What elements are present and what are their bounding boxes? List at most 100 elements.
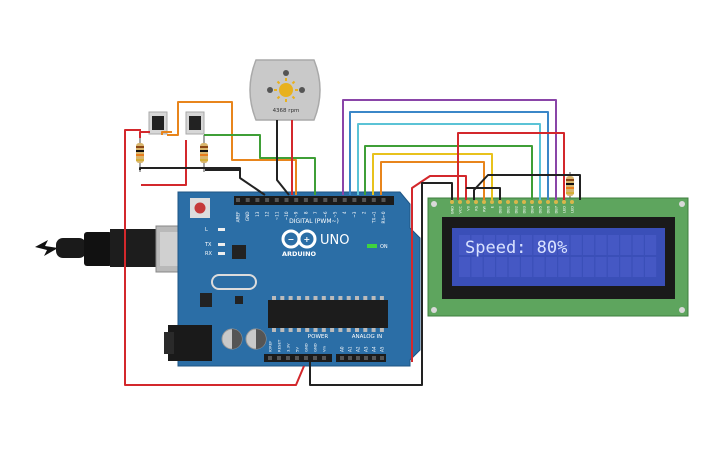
reset-button-cap[interactable] [194, 202, 206, 214]
lcd-cell [545, 257, 557, 277]
lcd-pin-hole[interactable] [450, 200, 454, 204]
digital-pin-hole[interactable] [381, 198, 386, 202]
digital-pin-hole[interactable] [265, 198, 270, 202]
analog-pin-hole[interactable] [356, 356, 360, 360]
lcd-pin-hole[interactable] [530, 200, 534, 204]
power-pin-label: GND [304, 343, 309, 352]
analog-pin-hole[interactable] [340, 356, 344, 360]
wire-red [124, 129, 305, 386]
atmega-chip [268, 300, 388, 328]
wire-purple [342, 99, 557, 200]
chip-pin [296, 328, 301, 332]
digital-pin-hole[interactable] [323, 198, 328, 202]
status-led-label: TX [204, 242, 212, 248]
lcd-pin-hole[interactable] [458, 200, 462, 204]
digital-pin-hole[interactable] [303, 198, 308, 202]
power-pin-hole[interactable] [286, 356, 290, 360]
digital-pin-holes [236, 198, 386, 202]
power-pin-hole[interactable] [268, 356, 272, 360]
digital-pin-label: AREF [236, 211, 241, 222]
lcd-pin-hole[interactable] [482, 200, 486, 204]
lcd-pin-label: DB3 [523, 206, 527, 214]
lcd-cell [583, 257, 595, 277]
analog-pin-hole[interactable] [348, 356, 352, 360]
chip-pin [346, 328, 351, 332]
status-led [218, 243, 225, 246]
wire-black [473, 174, 581, 200]
resistor-3[interactable] [566, 172, 574, 200]
voltage-regulator [200, 293, 212, 307]
status-led-label: RX [205, 251, 212, 257]
lcd-pin-hole[interactable] [514, 200, 518, 204]
chip-pin [363, 328, 368, 332]
digital-pin-hole[interactable] [362, 198, 367, 202]
digital-pin-hole[interactable] [245, 198, 250, 202]
digital-pin-hole[interactable] [274, 198, 279, 202]
resistor-2[interactable] [200, 135, 208, 172]
lcd-pin-hole[interactable] [546, 200, 550, 204]
analog-pin-hole[interactable] [380, 356, 384, 360]
power-pin-hole[interactable] [313, 356, 317, 360]
digital-pin-hole[interactable] [313, 198, 318, 202]
lcd-cell [483, 235, 495, 255]
push-button-2[interactable] [185, 111, 205, 135]
lcd-mount-hole [431, 307, 437, 313]
lcd-pin-hole[interactable] [498, 200, 502, 204]
lcd-mount-hole [679, 201, 685, 207]
lcd-pin-hole[interactable] [474, 200, 478, 204]
digital-pin-hole[interactable] [284, 198, 289, 202]
digital-pin-hole[interactable] [352, 198, 357, 202]
lcd-cell [496, 235, 508, 255]
status-led [218, 228, 225, 231]
power-pin-hole[interactable] [322, 356, 326, 360]
digital-pin-label: ~9 [294, 211, 299, 218]
digital-pin-hole[interactable] [236, 198, 240, 202]
lcd-pin-hole[interactable] [506, 200, 510, 204]
analog-pin-hole[interactable] [372, 356, 376, 360]
lcd-pin-label: DB4 [531, 205, 535, 213]
lcd-pin-hole[interactable] [570, 200, 574, 204]
power-led-label: ON [380, 244, 388, 250]
lcd-pin-hole[interactable] [466, 200, 470, 204]
lcd-pin-label: E [491, 205, 495, 208]
lcd-pin-hole[interactable] [554, 200, 558, 204]
lcd-pin-hole[interactable] [562, 200, 566, 204]
lcd-pin-hole[interactable] [538, 200, 542, 204]
dc-power-jack[interactable] [168, 325, 212, 361]
push-button-1-cap[interactable] [152, 116, 164, 130]
resistor-1[interactable] [136, 135, 144, 172]
lcd-cell [570, 235, 582, 255]
lcd-pin-label: DB0 [499, 205, 503, 213]
lcd-cell [570, 257, 582, 277]
wire-red [411, 175, 467, 362]
lcd-cell [521, 257, 533, 277]
chip-pin [371, 328, 376, 332]
analog-pin-hole[interactable] [364, 356, 368, 360]
push-button-1[interactable] [148, 111, 168, 135]
power-pin-hole[interactable] [277, 356, 281, 360]
analog-pin-label: A5 [380, 346, 385, 352]
power-pin-hole[interactable] [295, 356, 299, 360]
power-pin-hole[interactable] [304, 356, 308, 360]
lcd-pin-hole[interactable] [490, 200, 494, 204]
lcd-cell [471, 257, 483, 277]
digital-pin-hole[interactable] [371, 198, 376, 202]
push-button-2-cap[interactable] [189, 116, 201, 130]
digital-pin-label: ~6 [323, 211, 328, 218]
dc-motor[interactable]: 4368 rpm [249, 59, 321, 121]
lcd-cell [583, 235, 595, 255]
digital-pin-hole[interactable] [255, 198, 260, 202]
digital-pin-label: TX→1 [371, 211, 376, 224]
digital-pin-hole[interactable] [294, 198, 299, 202]
lcd-cell [483, 257, 495, 277]
lcd-pin-hole[interactable] [522, 200, 526, 204]
wire-orange [161, 131, 172, 135]
digital-pin-hole[interactable] [333, 198, 337, 202]
wires [124, 99, 581, 386]
motor-screw-left [267, 87, 273, 93]
digital-pin-hole[interactable] [342, 198, 347, 202]
